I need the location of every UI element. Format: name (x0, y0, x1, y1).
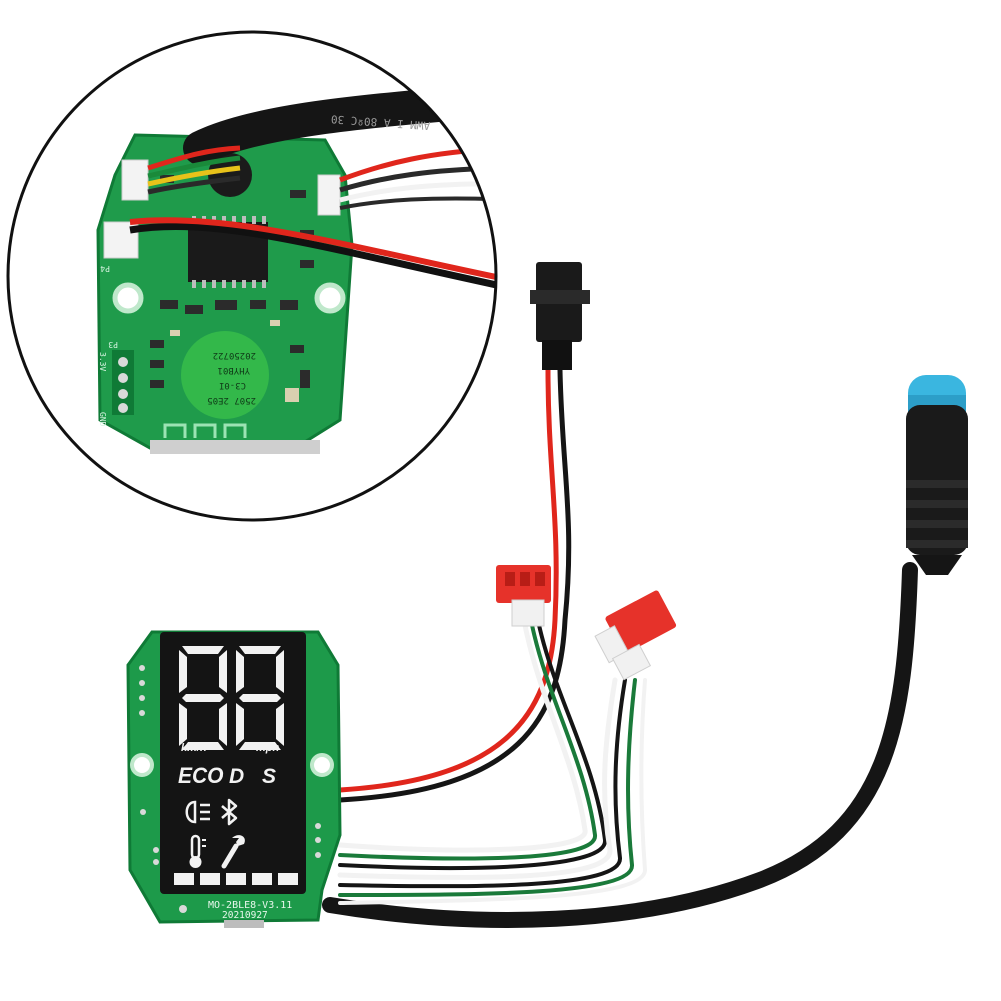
sticker-line: 2507 2E05 (207, 395, 256, 405)
inset-connector (103, 221, 139, 259)
battery-segment (278, 873, 298, 885)
sticker-line: 20250722 (213, 350, 256, 360)
speed-digits (179, 646, 284, 750)
sticker-line: YHYB01 (217, 365, 250, 375)
inset-connector (121, 159, 149, 201)
zoom-inset: 3.3V GND P3 P4 2507 2E05 C3-0I YHYB01 20… (6, 30, 498, 522)
wrench-icon (221, 835, 245, 869)
pin-label-p4: P4 (100, 264, 110, 273)
battery-segment (252, 873, 272, 885)
mode-s: S (262, 765, 276, 788)
thermometer-icon (189, 834, 206, 868)
bluetooth-icon (221, 798, 238, 826)
main-cable (322, 562, 918, 928)
waterproof-plug (906, 375, 968, 575)
inset-border (6, 30, 498, 522)
inset-pin-header (112, 350, 134, 415)
display-mount-hole (130, 753, 154, 777)
display-mount-hole (310, 753, 334, 777)
inset-mount-hole (314, 282, 346, 314)
unit-kmh: km/h (181, 742, 207, 754)
board-date: 20210927 (222, 910, 268, 921)
digit-1 (179, 646, 227, 750)
red-connector-right (594, 590, 677, 681)
pin-label-gnd: GND (98, 412, 107, 427)
headlight-icon (185, 800, 210, 824)
power-wire-red (337, 367, 559, 793)
battery-bar (174, 873, 298, 885)
unit-mph: mph (256, 742, 280, 754)
power-connector (530, 262, 590, 370)
inset-connector (317, 174, 341, 216)
digit-2 (236, 646, 284, 750)
sticker-line: C3-0I (219, 380, 246, 390)
inset-buzzer (208, 153, 252, 197)
inset-mount-hole (112, 282, 144, 314)
mode-eco: ECO (178, 764, 224, 789)
wiring-harness (322, 367, 918, 928)
battery-segment (174, 873, 194, 885)
red-connector-left (496, 565, 551, 627)
pin-label-3v: 3.3V (98, 352, 107, 371)
pin-label-p3: P3 (108, 340, 118, 349)
display-board: km/h mph ECO D S (126, 630, 342, 928)
power-wire-black (337, 367, 572, 803)
inset-qc-sticker (181, 331, 269, 419)
mode-d: D (229, 765, 244, 788)
battery-segment (200, 873, 220, 885)
battery-segment (226, 873, 246, 885)
board-model: MO-2BLE8-V3.11 (208, 900, 292, 911)
